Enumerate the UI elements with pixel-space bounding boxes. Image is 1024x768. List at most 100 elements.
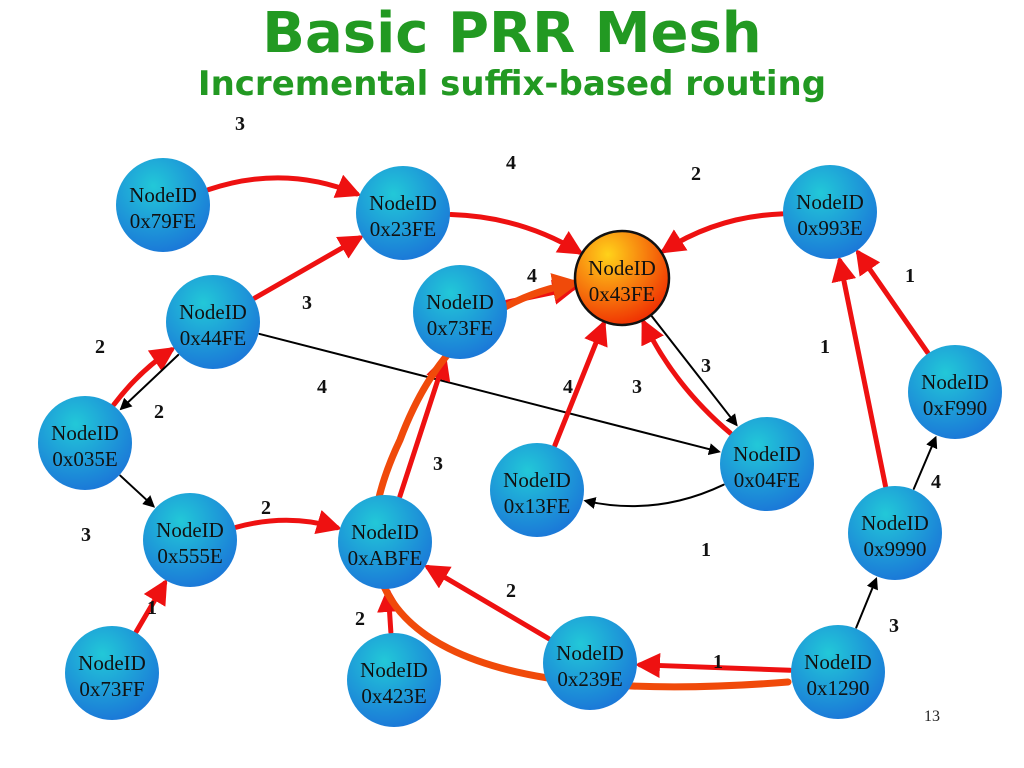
node-circle <box>413 265 507 359</box>
node-label-title: NodeID <box>179 300 247 324</box>
node-circle <box>908 345 1002 439</box>
edge-0x993E-to-0x43FE <box>659 211 785 254</box>
node-label-id: 0x73FF <box>79 677 144 701</box>
node-circle <box>143 493 237 587</box>
node-label-id: 0x44FE <box>180 326 247 350</box>
node-label-title: NodeID <box>51 421 119 445</box>
edge-label-0x035E-to-0x44FE: 2 <box>95 336 105 358</box>
edge-0x04FE-to-0x13FE <box>583 483 725 509</box>
edge-label-0x1290-to-0x239E: 1 <box>713 651 723 673</box>
node-label-id: 0x1290 <box>807 676 870 700</box>
edge-0x04FE-to-0x43FE <box>641 318 733 436</box>
edge-label-0x9990-to-0xF990: 4 <box>931 471 941 493</box>
edge-0x1290-to-0x9990 <box>855 577 878 629</box>
node-circle <box>166 275 260 369</box>
node-circle <box>490 443 584 537</box>
edge-label-0x035E-to-0x555E: 3 <box>81 524 91 546</box>
edge-0x9990-to-0x993E <box>831 256 888 489</box>
edge-0x23FE-to-0x43FE <box>448 212 584 255</box>
edge-0x73FF-to-0x555E <box>133 578 168 635</box>
edge-label-0x44FE-to-0x035E: 2 <box>154 401 164 423</box>
edge-label-0x23FE-to-0x43FE: 4 <box>506 152 516 174</box>
node-label-title: NodeID <box>360 658 428 682</box>
edge-0x1290-to-0x239E <box>634 653 793 679</box>
edge-label-0x73FE-to-0x43FE: 4 <box>527 265 537 287</box>
node-label-id: 0x13FE <box>504 494 571 518</box>
node-label-id: 0x035E <box>52 447 117 471</box>
node-label-id: 0xABFE <box>348 546 423 570</box>
edge-0x13FE-to-0x43FE <box>552 319 608 448</box>
node-label-title: NodeID <box>733 442 801 466</box>
node-label-title: NodeID <box>156 518 224 542</box>
node-label-id: 0x9990 <box>864 537 927 561</box>
edge-0x44FE-to-0x035E <box>119 353 180 411</box>
node-circle <box>38 396 132 490</box>
edge-label-0x13FE-to-0x43FE: 4 <box>563 376 573 398</box>
edge-0x555E-to-0xABFE <box>233 510 342 534</box>
node-label-id: 0x555E <box>157 544 222 568</box>
node-label-title: NodeID <box>129 183 197 207</box>
edge-label-0x04FE-to-0x43FE: 3 <box>632 376 642 398</box>
node-label-id: 0xF990 <box>923 396 987 420</box>
node-circle <box>791 625 885 719</box>
edge-label-0x423E-to-0xABFE: 2 <box>355 608 365 630</box>
node-label-id: 0x239E <box>557 667 622 691</box>
edge-label-0x1290-to-0x9990: 3 <box>889 615 899 637</box>
edge-label-0x555E-to-0xABFE: 2 <box>261 497 271 519</box>
edge-0x035E-to-0x555E <box>119 474 156 508</box>
node-circle <box>356 166 450 260</box>
node-circle <box>65 626 159 720</box>
edge-0x43FE-to-0x04FE <box>650 314 738 427</box>
edge-0x79FE-to-0x23FE <box>205 174 362 198</box>
slide-number: 13 <box>924 708 940 725</box>
node-circle <box>338 495 432 589</box>
node-label-title: NodeID <box>921 370 989 394</box>
node-circle <box>720 417 814 511</box>
node-label-title: NodeID <box>503 468 571 492</box>
edge-label-0x44FE-to-0x04FE: 4 <box>317 376 327 398</box>
edge-0x035E-to-0x44FE <box>111 346 176 408</box>
node-circle <box>543 616 637 710</box>
node-label-id: 0x43FE <box>589 282 656 306</box>
edge-label-0x04FE-to-0x13FE: 1 <box>701 539 711 561</box>
node-circle <box>116 158 210 252</box>
target-node-circle <box>573 229 671 327</box>
edge-0x9990-to-0xF990 <box>912 435 938 490</box>
node-layer: NodeID0x79FENodeID0x23FENodeID0x43FENode… <box>38 158 1002 727</box>
node-label-id: 0x79FE <box>130 209 197 233</box>
edge-label-0x43FE-to-0x04FE: 3 <box>701 355 711 377</box>
node-circle <box>783 165 877 259</box>
node-label-id: 0x993E <box>797 216 862 240</box>
edge-0x44FE-to-0x04FE <box>258 332 721 456</box>
edge-label-0x79FE-to-0x23FE: 3 <box>235 113 245 135</box>
node-circle <box>848 486 942 580</box>
node-label-title: NodeID <box>369 191 437 215</box>
node-label-id: 0x23FE <box>370 217 437 241</box>
edge-0x44FE-to-0x23FE <box>252 235 364 301</box>
node-label-title: NodeID <box>861 511 929 535</box>
node-label-title: NodeID <box>78 651 146 675</box>
node-circle <box>347 633 441 727</box>
node-label-title: NodeID <box>796 190 864 214</box>
edge-0xABFE-to-0x73FE <box>397 354 451 499</box>
edge-0xF990-to-0x993E <box>855 248 931 356</box>
edge-label-0xABFE-to-0x73FE: 3 <box>433 453 443 475</box>
